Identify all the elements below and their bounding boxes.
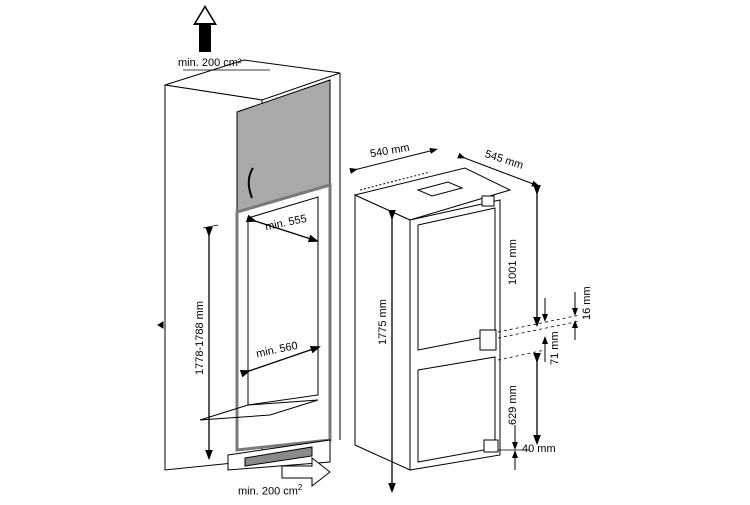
top-bracket bbox=[416, 181, 464, 197]
bottom-40-label: 40 mm bbox=[522, 443, 556, 455]
niche-floor bbox=[199, 399, 319, 421]
niche-height-dimension bbox=[202, 224, 219, 461]
door-handle bbox=[247, 167, 254, 199]
appliance-width-dimension bbox=[349, 148, 438, 174]
appliance-rear-vent bbox=[359, 171, 431, 191]
gap-16-label: 16 mm bbox=[581, 286, 593, 320]
niche-height-label: 1778-1788 mm bbox=[194, 301, 206, 375]
fridge-door bbox=[417, 207, 496, 351]
arrow-up-icon bbox=[193, 5, 217, 52]
align-line-2 bbox=[497, 320, 581, 339]
bottom-vent-grille bbox=[244, 446, 313, 467]
arrow-right-icon bbox=[281, 456, 331, 488]
niche-width-mid-dimension bbox=[239, 345, 321, 378]
middle-hinge bbox=[479, 329, 497, 351]
appliance-height-label: 1775 mm bbox=[377, 299, 389, 345]
appliance-depth-dimension bbox=[457, 152, 540, 187]
freezer-door bbox=[417, 356, 496, 463]
upper-door-label: 1001 mm bbox=[507, 239, 519, 285]
niche-width-top-dimension bbox=[245, 214, 319, 243]
vent-bottom-label: min. 200 cm2 bbox=[238, 484, 302, 498]
vent-bottom-text: min. 200 cm bbox=[238, 485, 298, 498]
lower-door-label: 629 mm bbox=[507, 385, 519, 425]
cabinet bbox=[157, 59, 341, 471]
vent-top-label: min. 200 cm² bbox=[178, 57, 242, 69]
edge-marker bbox=[157, 321, 164, 329]
appliance bbox=[353, 167, 581, 471]
align-line-1 bbox=[497, 314, 581, 333]
top-hinge bbox=[481, 195, 495, 207]
gap-71-label: 71 mm bbox=[549, 331, 561, 365]
vent-bottom-superscript: 2 bbox=[297, 483, 303, 492]
bottom-hinge bbox=[483, 439, 499, 453]
align-line-3 bbox=[497, 349, 546, 361]
